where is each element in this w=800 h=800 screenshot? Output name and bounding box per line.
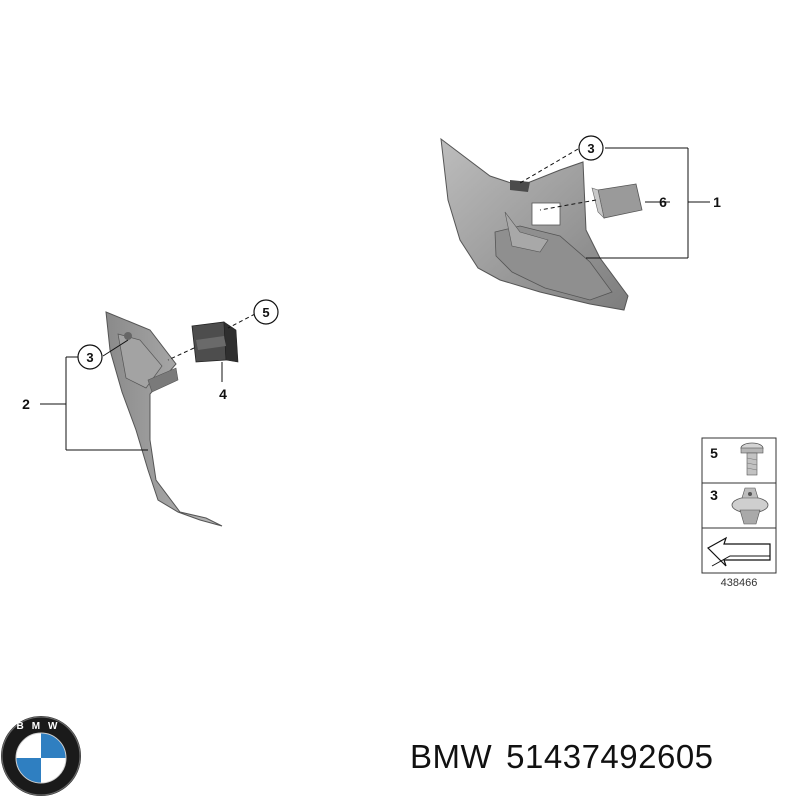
legend-item-3-label: 3 [710,487,718,503]
callout-1: 1 [713,194,721,210]
legend-item-5-label: 5 [710,445,718,461]
callout-6: 6 [659,194,667,210]
svg-text:BMW: BMW [17,721,66,732]
callout-2-label: 2 [22,396,30,412]
part-caption: BMW 51437492605 [410,738,728,776]
callout-5-label: 5 [262,305,269,320]
callout-3-lower: 3 [77,344,103,370]
callout-3-upper-label: 3 [587,141,594,156]
lower-trim-panel [105,311,223,527]
callout-6-label: 6 [659,194,667,210]
leader-lines [40,147,710,451]
bracket-part-4 [191,321,239,363]
diagram-id: 438466 [721,577,758,589]
screw-icon [740,442,764,476]
callout-3-upper: 3 [578,135,604,161]
callout-5: 5 [253,299,279,325]
brand-name: BMW [410,738,493,775]
upper-trim-panel [440,137,629,311]
direction-arrow-icon [707,536,771,567]
callout-4-label: 4 [219,386,227,402]
fastener-legend: 5 3 438466 [701,437,777,589]
callout-1-label: 1 [713,194,721,210]
bmw-logo: BMW [1,716,81,796]
part-number: 51437492605 [506,738,714,775]
callout-2: 2 [22,396,30,412]
callout-4: 4 [219,386,227,402]
clip-part-6 [591,183,643,219]
callout-3-lower-label: 3 [86,350,93,365]
expanding-clip-icon [731,487,769,525]
